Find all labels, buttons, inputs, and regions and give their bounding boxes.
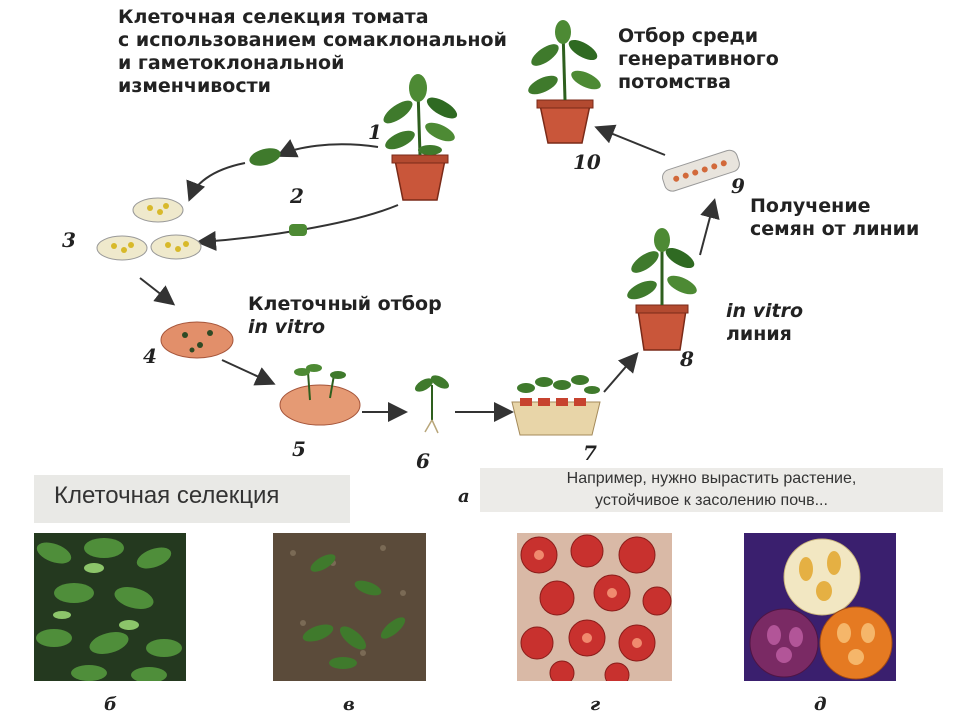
title-banner: Клеточная селекция xyxy=(34,475,350,523)
label-line: in vitro xyxy=(726,300,804,322)
photo-v-seedlings xyxy=(273,533,426,681)
label-line: in vitro xyxy=(248,316,326,338)
cycle-diagram xyxy=(96,20,740,436)
tissue-piece xyxy=(289,224,307,236)
label-in-vitro-line: in vitro линия xyxy=(726,300,803,346)
step-number: 6 xyxy=(416,449,430,473)
dish-sprouts-5 xyxy=(279,364,361,426)
arrow-4-to-5 xyxy=(221,359,276,386)
leaf-explant-2 xyxy=(249,148,281,166)
arrow-8-to-9 xyxy=(699,198,720,256)
step-number: 8 xyxy=(680,347,694,371)
photo-letter: в xyxy=(343,694,355,715)
step-number: 2 xyxy=(290,184,304,208)
potted-plant-1 xyxy=(383,74,458,201)
step-number: 5 xyxy=(292,437,306,461)
petri-dish-4 xyxy=(160,321,234,359)
step-number: 9 xyxy=(731,174,745,198)
step-number: 3 xyxy=(62,228,76,252)
label-line: Клеточный отбор xyxy=(248,293,442,315)
arrow-7-to-8 xyxy=(603,351,639,393)
step-number: 1 xyxy=(368,120,382,144)
photo-letter: б xyxy=(104,694,117,715)
title-line: с использованием сомаклональной xyxy=(118,29,507,51)
banner-text: Клеточная селекция xyxy=(54,482,280,509)
title-line: Клеточная селекция томата xyxy=(118,6,429,28)
label-line: Получение xyxy=(750,195,871,217)
label-line: семян от линии xyxy=(750,218,920,240)
step-number: 4 xyxy=(143,344,157,368)
title-line: изменчивости xyxy=(118,75,271,97)
label-line: генеративного xyxy=(618,48,779,70)
label-generative-selection: Отбор среди генеративного потомства xyxy=(618,25,779,94)
photo-b-plants xyxy=(34,533,186,681)
note-line: устойчивое к засолению почв... xyxy=(595,492,828,509)
petri-dishes-3 xyxy=(96,197,202,261)
arrow-1-to-2-top xyxy=(276,139,379,158)
figure-letter-a: а xyxy=(458,486,470,507)
arrow-2-to-3-top xyxy=(186,162,246,202)
potted-plant-10 xyxy=(528,20,601,144)
seed-tube-9 xyxy=(662,149,740,192)
arrow-1-to-3-bottom xyxy=(196,204,399,251)
seedling-tray-7 xyxy=(511,375,601,436)
note-line: Например, нужно вырастить растение, xyxy=(566,470,857,487)
label-line: Отбор среди xyxy=(618,25,759,47)
photo-g-tomatoes xyxy=(517,533,672,681)
photo-letter: г xyxy=(590,694,601,715)
potted-plant-8 xyxy=(627,228,697,351)
label-seed-production: Получение семян от линии xyxy=(750,195,919,241)
arrow-3-to-4 xyxy=(139,277,176,306)
label-line: потомства xyxy=(618,71,731,93)
step-number: 10 xyxy=(573,150,601,174)
label-cell-selection: Клеточный отбор in vitro xyxy=(248,293,442,339)
step-number: 7 xyxy=(583,441,597,465)
plantlet-6 xyxy=(414,375,450,434)
label-line: линия xyxy=(726,323,792,345)
example-note: Например, нужно вырастить растение, усто… xyxy=(480,468,943,512)
title-line: и гаметоклональной xyxy=(118,52,345,74)
arrow-9-to-10 xyxy=(594,124,666,156)
photo-letter: д xyxy=(814,694,827,715)
photo-d-tomato-slices xyxy=(744,533,896,681)
diagram-title: Клеточная селекция томата с использовани… xyxy=(118,6,528,98)
